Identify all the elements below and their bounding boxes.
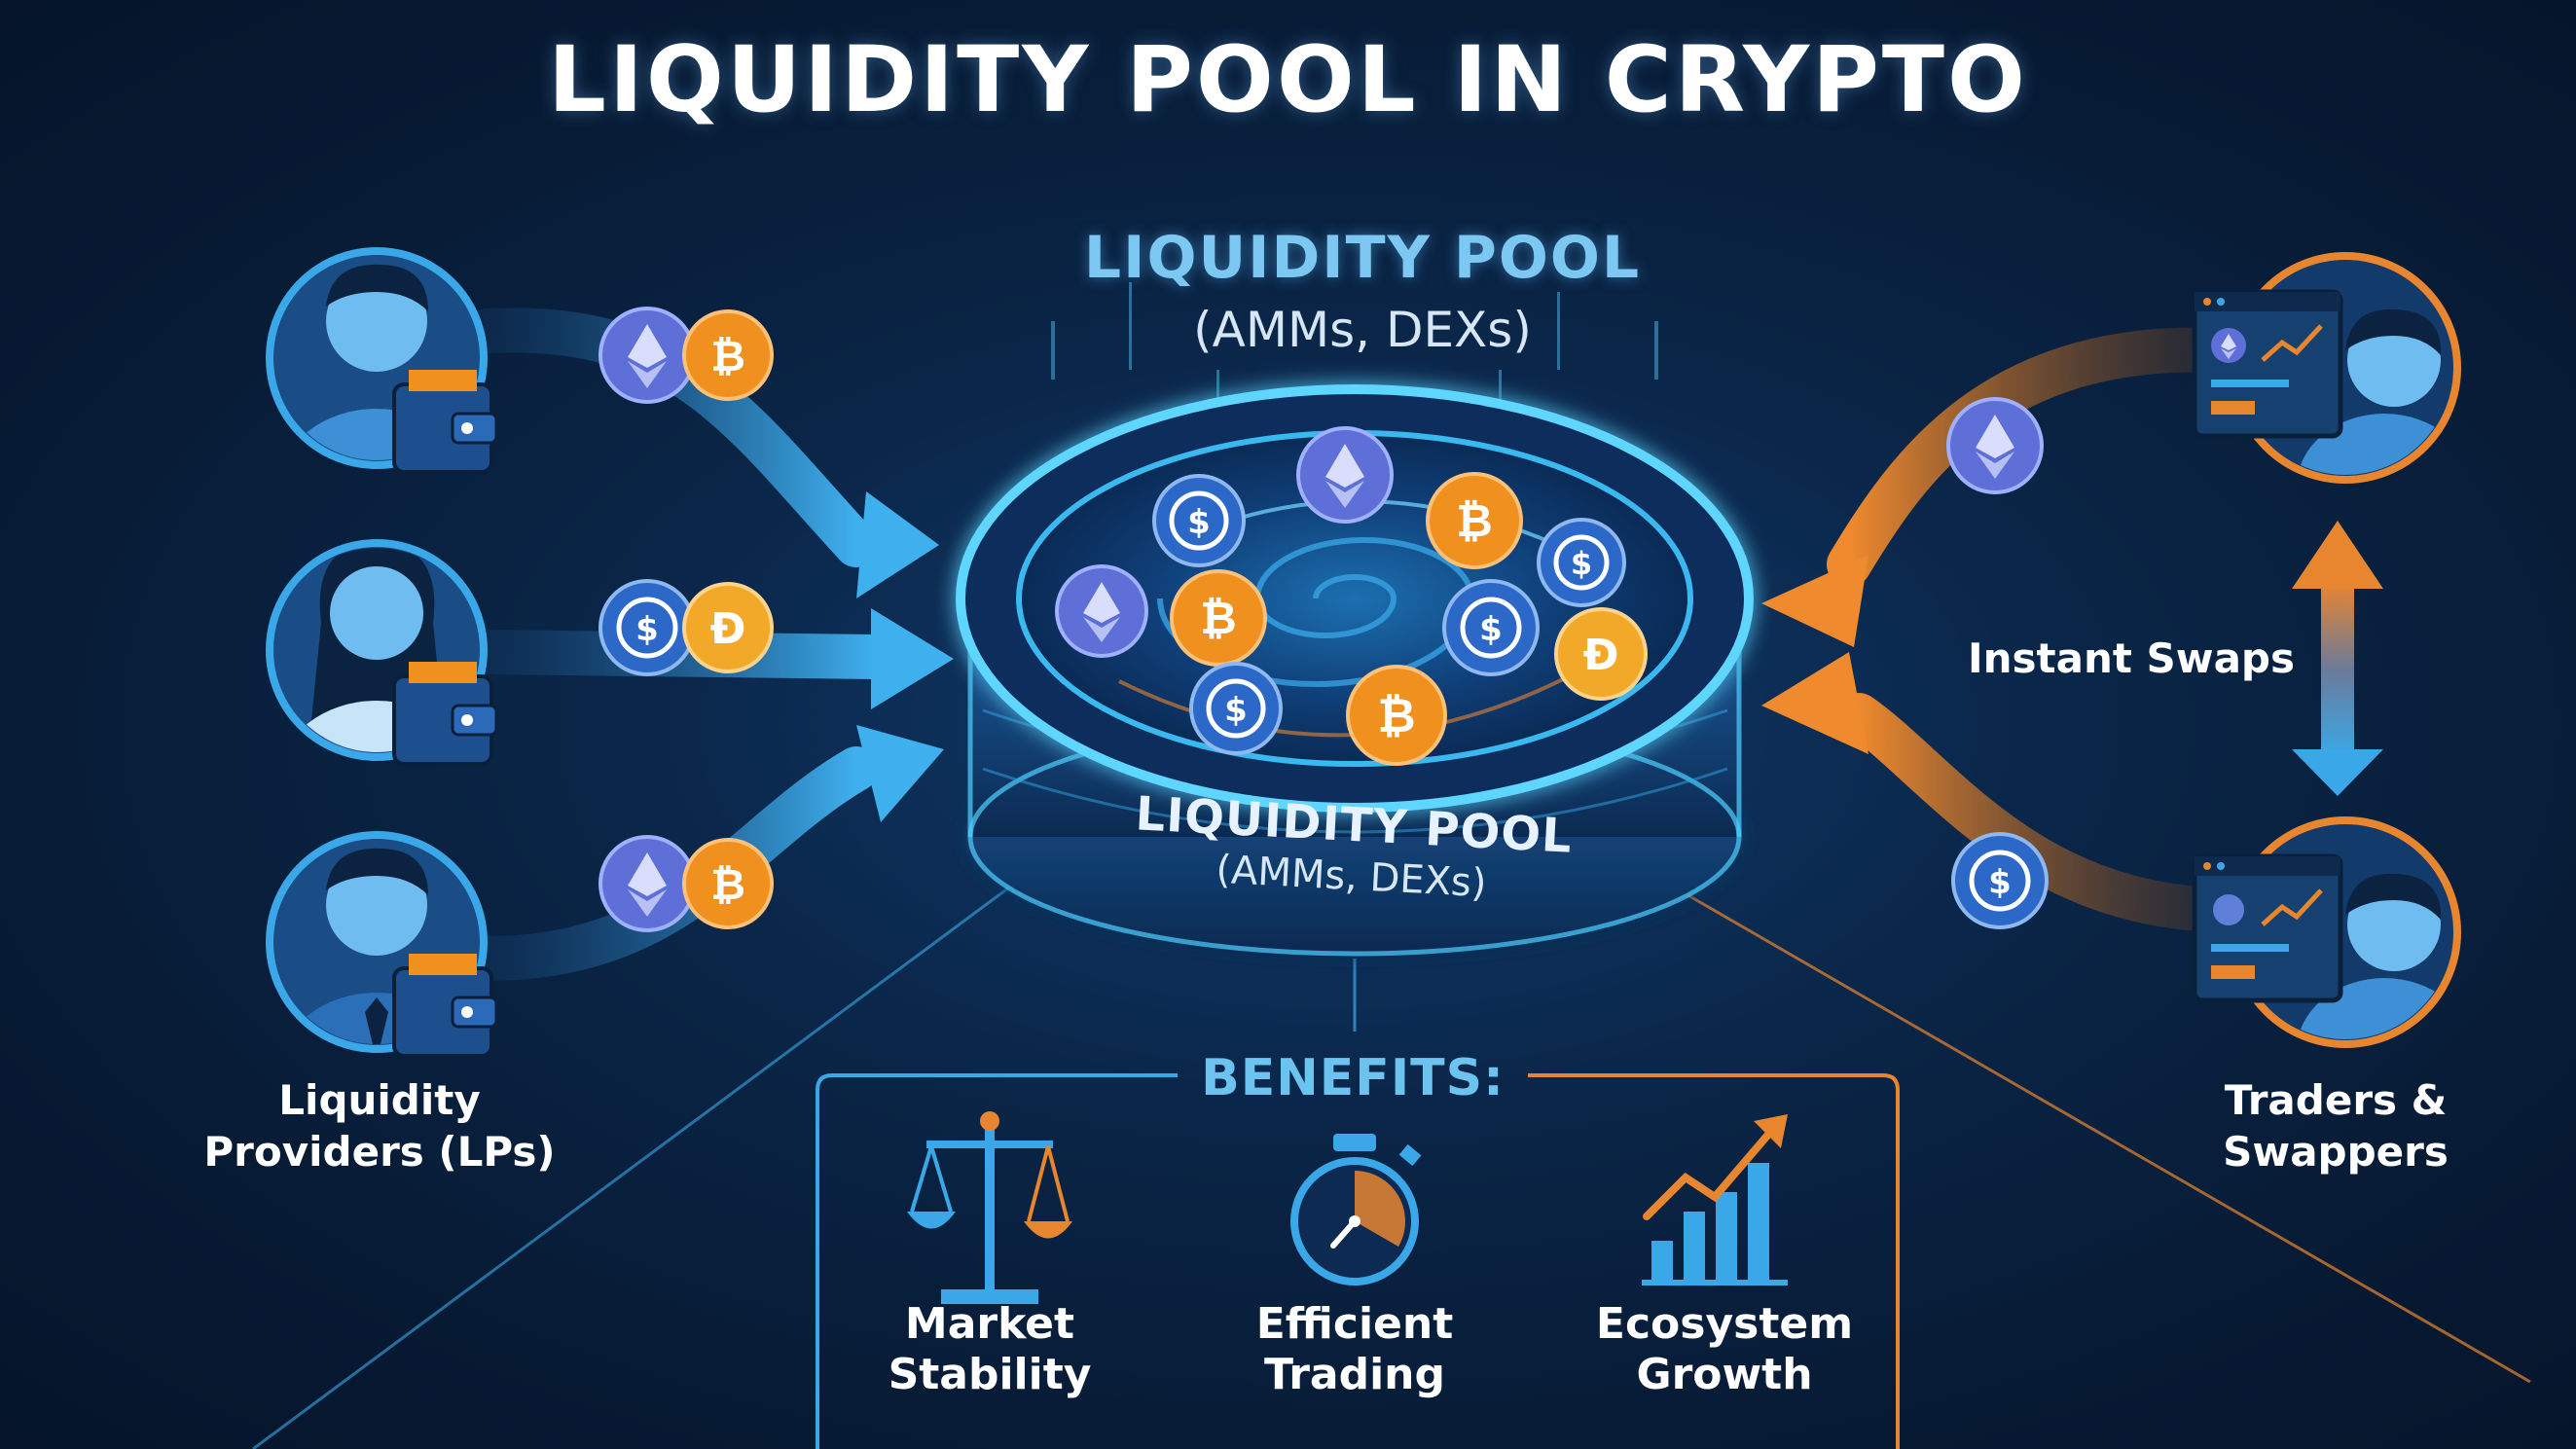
svg-text:₿: ₿	[710, 860, 745, 910]
usdc-icon: $	[1152, 474, 1246, 567]
usdc-icon: $	[1537, 518, 1626, 607]
trader-avatar-1	[2192, 252, 2461, 484]
svg-text:₿: ₿	[1377, 689, 1415, 743]
provider-avatar-2	[266, 539, 498, 766]
dai-icon: Đ	[1554, 607, 1648, 701]
bitcoin-icon: ₿	[1346, 665, 1447, 766]
benefit-label-line2: Stability	[888, 1349, 1092, 1399]
ethereum-icon	[1946, 397, 2044, 494]
svg-text:$: $	[1571, 545, 1592, 582]
benefit-label-efficient-trading: Efficient Trading	[1199, 1299, 1510, 1400]
svg-text:Đ: Đ	[1583, 631, 1619, 680]
usdc-icon: $	[1951, 832, 2049, 929]
benefit-label-line2: Growth	[1636, 1349, 1813, 1399]
growth-chart-icon	[1642, 1114, 1788, 1286]
user-icon	[2213, 894, 2244, 925]
traders-label: Traders & Swappers	[2151, 1075, 2521, 1177]
provider-avatar-3	[266, 831, 498, 1058]
pool-title: LIQUIDITY POOL	[1083, 224, 1642, 292]
benefits-frame	[816, 1073, 1900, 1449]
providers-label: Liquidity Providers (LPs)	[165, 1075, 594, 1177]
page-title: LIQUIDITY POOL IN CRYPTO	[548, 27, 2028, 133]
light-streaks	[1051, 282, 1658, 399]
trend-icon	[2261, 324, 2323, 362]
swap-double-arrow	[2292, 521, 2383, 796]
ethereum-icon	[1055, 564, 1148, 658]
benefit-label-line1: Ecosystem	[1595, 1299, 1854, 1349]
bitcoin-icon: ₿	[682, 838, 774, 929]
svg-text:$: $	[635, 610, 659, 649]
svg-text:$: $	[1988, 863, 2012, 902]
stopwatch-icon	[1290, 1134, 1422, 1286]
usdc-icon: $	[599, 579, 696, 676]
svg-text:₿: ₿	[1200, 592, 1237, 644]
pool-subtitle: (AMMs, DEXs)	[1193, 302, 1532, 358]
usdc-icon: $	[1442, 579, 1540, 676]
providers-label-line2: Providers (LPs)	[203, 1127, 556, 1176]
benefit-label-line1: Efficient	[1255, 1299, 1454, 1349]
trend-icon	[2261, 888, 2323, 926]
ethereum-icon	[599, 307, 696, 404]
ethereum-icon	[2211, 328, 2246, 363]
benefit-label-line1: Market	[904, 1299, 1075, 1349]
traders-label-line1: Traders &	[2224, 1076, 2448, 1124]
instant-swaps-label: Instant Swaps	[1968, 634, 2295, 682]
ethereum-icon	[1296, 426, 1394, 524]
svg-text:$: $	[1224, 691, 1248, 730]
svg-text:₿: ₿	[710, 332, 745, 381]
traders-label-line2: Swappers	[2223, 1127, 2449, 1176]
benefit-label-market-stability: Market Stability	[834, 1299, 1145, 1400]
benefit-label-ecosystem-growth: Ecosystem Growth	[1569, 1299, 1880, 1400]
ethereum-icon	[599, 835, 696, 932]
dai-icon: Đ	[682, 582, 774, 673]
svg-text:$: $	[1187, 503, 1211, 542]
liquidity-pool-cylinder	[956, 384, 1754, 957]
svg-text:$: $	[1479, 610, 1503, 649]
usdc-icon: $	[1189, 662, 1283, 755]
provider-tokens-1: ₿	[599, 307, 774, 404]
provider-tokens-2: $ Đ	[599, 579, 774, 676]
provider-avatar-1	[266, 247, 498, 474]
bitcoin-icon: ₿	[1426, 472, 1523, 569]
bitcoin-icon: ₿	[1170, 569, 1267, 667]
svg-text:₿: ₿	[1456, 494, 1493, 547]
bitcoin-icon: ₿	[682, 309, 774, 401]
svg-text:Đ: Đ	[710, 604, 746, 654]
benefits-title: BENEFITS:	[1201, 1049, 1505, 1107]
providers-label-line1: Liquidity	[278, 1076, 481, 1124]
scales-icon	[907, 1111, 1072, 1304]
perspective-lines	[252, 854, 2531, 1449]
provider-tokens-3: ₿	[599, 835, 774, 932]
benefit-label-line2: Trading	[1264, 1349, 1445, 1399]
pool-tokens: $ ₿ $ ₿ $ Đ	[1055, 426, 1648, 766]
